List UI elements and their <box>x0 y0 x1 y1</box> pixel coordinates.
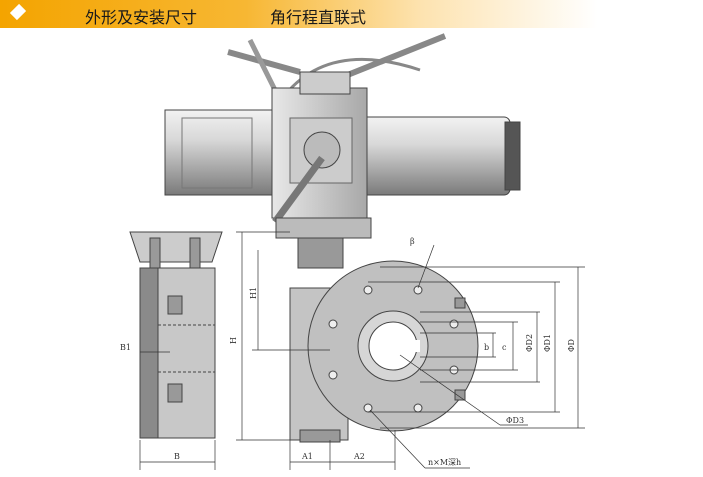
actuator-top-view <box>164 33 521 269</box>
label-beta: β <box>410 237 415 246</box>
label-a1: A1 <box>301 452 313 461</box>
header-subtitle: 角行程直联式 <box>270 8 367 27</box>
side-view <box>129 231 223 439</box>
header-title: 外形及安装尺寸 <box>85 8 198 27</box>
label-d: ΦD <box>567 339 576 352</box>
flange-front-view <box>289 260 479 443</box>
label-b1: B1 <box>120 343 131 352</box>
header-bar: 外形及安装尺寸 角行程直联式 <box>0 0 703 28</box>
dimension-lines <box>139 231 585 470</box>
label-h: H <box>229 337 238 344</box>
label-b: B <box>174 452 180 461</box>
label-c: c <box>502 343 507 352</box>
label-thread: n×M深h <box>428 458 461 467</box>
label-a2: A2 <box>353 452 365 461</box>
label-b-small: b <box>484 343 489 352</box>
label-d1: ΦD1 <box>543 334 552 352</box>
label-d3: ΦD3 <box>506 416 524 425</box>
label-d2: ΦD2 <box>525 334 534 352</box>
label-h1: H1 <box>249 287 258 299</box>
